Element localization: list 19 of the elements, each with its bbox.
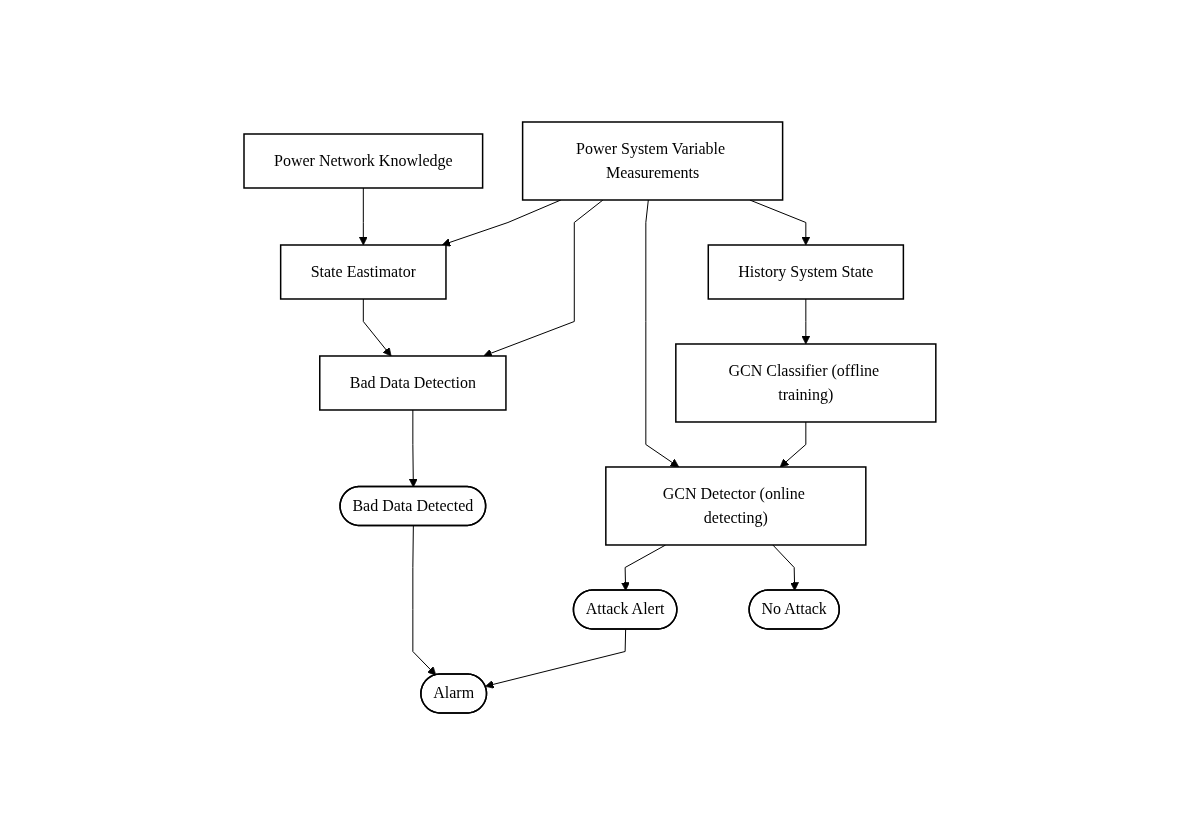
- arrow: [771, 544, 799, 591]
- arrow: [358, 187, 368, 245]
- node-box: History System State: [707, 243, 904, 300]
- node-box: State Eastimator: [279, 243, 447, 300]
- node-box: Power System Variable Measurements: [521, 120, 783, 201]
- arrow: [411, 525, 436, 676]
- arrow: [441, 199, 561, 247]
- arrow: [779, 421, 806, 467]
- arrow: [408, 409, 418, 487]
- node-box: GCN Classifier (offline training): [674, 342, 937, 423]
- arrow: [644, 199, 679, 467]
- arrow: [620, 544, 666, 591]
- node-box: Power Network Knowledge: [242, 132, 483, 189]
- node-box: GCN Detector (online detecting): [604, 465, 867, 546]
- arrow: [801, 298, 810, 344]
- arrow: [362, 298, 392, 356]
- arrow: [484, 628, 626, 689]
- arrow: [482, 199, 604, 357]
- node-box: Bad Data Detection: [318, 354, 507, 411]
